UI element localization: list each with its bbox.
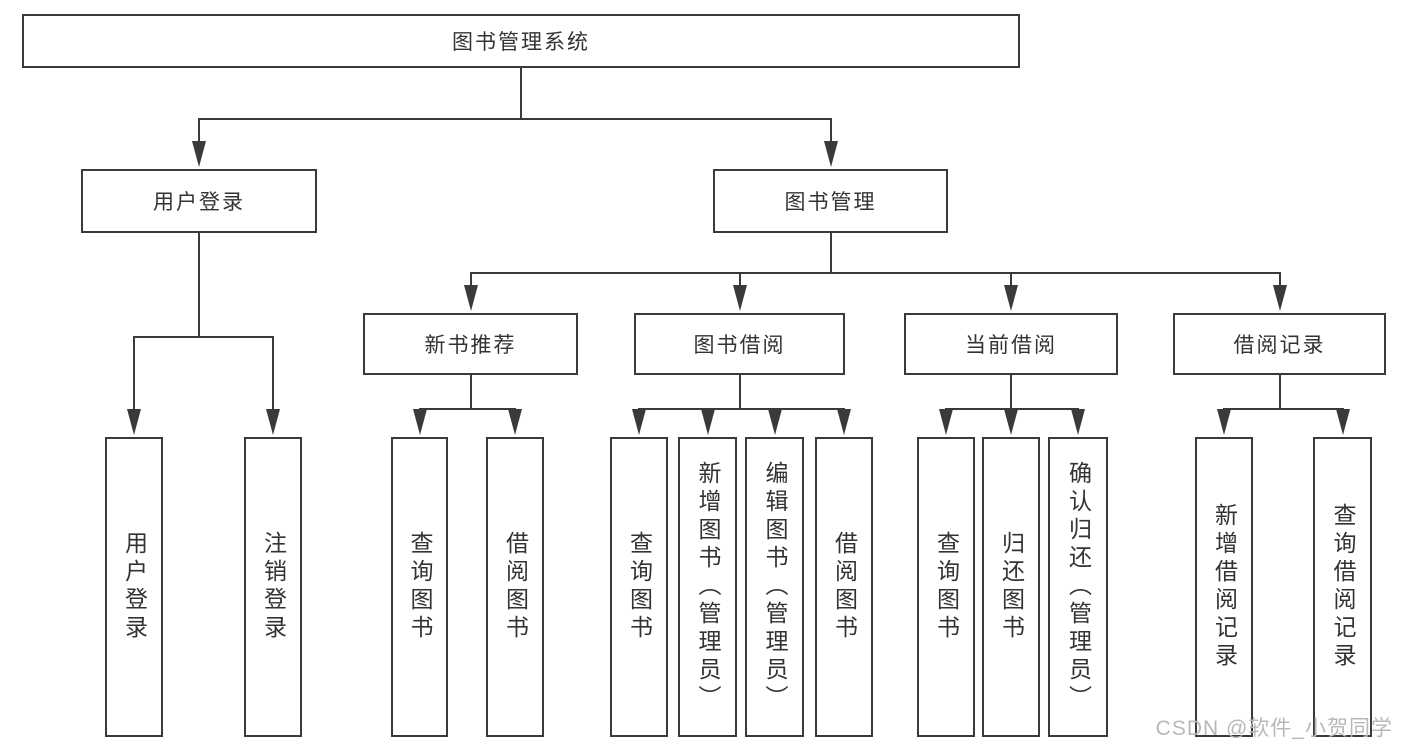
node-label-leaf-confirm-return: 确认归还（管理员） xyxy=(1065,461,1092,713)
node-leaf-logout: 注销登录 xyxy=(244,437,302,737)
connector-book-mgmt-arrowhead xyxy=(823,141,838,167)
node-leaf-query-book-2: 查询图书 xyxy=(610,437,668,737)
connector-leaf-query-book-2-arrowhead xyxy=(632,409,646,435)
node-label-leaf-query-book-2: 查询图书 xyxy=(626,531,653,643)
connector-bus-root xyxy=(198,118,832,120)
connector-stem-book-borrow xyxy=(738,374,741,409)
node-label-user-login: 用户登录 xyxy=(153,191,245,214)
connector-book-borrow-arrowhead xyxy=(732,285,747,311)
connector-drop-book-borrow xyxy=(738,272,741,289)
node-label-new-book-rec: 新书推荐 xyxy=(424,334,517,357)
connector-drop-borrow-records xyxy=(1278,272,1281,289)
connector-leaf-user-login-arrowhead xyxy=(127,409,141,435)
connector-borrow-records-arrowhead xyxy=(1272,285,1287,311)
connector-leaf-add-book-arrowhead xyxy=(700,409,715,435)
node-book-mgmt: 图书管理 xyxy=(713,169,948,233)
node-book-borrow: 图书借阅 xyxy=(634,313,845,375)
node-label-current-borrow: 当前借阅 xyxy=(965,334,1057,357)
node-label-leaf-borrow-book-1: 借阅图书 xyxy=(502,531,529,643)
node-label-leaf-query-book-3: 查询图书 xyxy=(933,531,960,643)
connector-stem-book-mgmt xyxy=(829,232,832,273)
node-leaf-query-borrow-record: 查询借阅记录 xyxy=(1313,437,1372,737)
connector-current-borrow-arrowhead xyxy=(1004,285,1018,311)
connector-new-book-rec-arrowhead xyxy=(463,285,478,311)
node-label-leaf-logout: 注销登录 xyxy=(260,531,287,643)
node-label-leaf-borrow-book-2: 借阅图书 xyxy=(831,531,858,643)
node-root: 图书管理系统 xyxy=(22,14,1020,68)
connector-stem-borrow-records xyxy=(1278,374,1281,409)
connector-leaf-logout-arrowhead xyxy=(266,409,280,435)
node-label-book-mgmt: 图书管理 xyxy=(784,191,877,214)
connector-drop-book-mgmt xyxy=(829,118,832,145)
connector-leaf-confirm-return-arrowhead xyxy=(1071,409,1085,435)
connector-drop-leaf-logout xyxy=(272,336,274,413)
node-user-login: 用户登录 xyxy=(81,169,317,233)
node-label-leaf-return-book: 归还图书 xyxy=(998,531,1025,643)
node-label-borrow-records: 借阅记录 xyxy=(1233,334,1326,357)
node-leaf-add-book: 新增图书（管理员） xyxy=(678,437,737,737)
node-leaf-edit-book: 编辑图书（管理员） xyxy=(745,437,804,737)
connector-drop-new-book-rec xyxy=(469,272,472,289)
connector-drop-user-login xyxy=(198,118,200,145)
node-label-book-borrow: 图书借阅 xyxy=(693,334,786,357)
node-label-root: 图书管理系统 xyxy=(452,31,590,54)
connector-leaf-query-borrow-record-arrowhead xyxy=(1335,409,1350,435)
node-label-leaf-query-book-1: 查询图书 xyxy=(407,531,433,643)
connector-bus-borrow-records xyxy=(1223,408,1344,410)
node-borrow-records: 借阅记录 xyxy=(1173,313,1386,375)
connector-stem-new-book-rec xyxy=(469,374,472,409)
connector-bus-user-login xyxy=(133,336,274,338)
connector-stem-user-login xyxy=(198,232,200,337)
connector-leaf-borrow-book-1-arrowhead xyxy=(508,409,522,435)
connector-leaf-add-borrow-record-arrowhead xyxy=(1217,409,1231,435)
connector-leaf-borrow-book-2-arrowhead xyxy=(837,409,851,435)
node-leaf-query-book-1: 查询图书 xyxy=(391,437,448,737)
node-leaf-return-book: 归还图书 xyxy=(982,437,1040,737)
node-leaf-borrow-book-2: 借阅图书 xyxy=(815,437,873,737)
node-leaf-query-book-3: 查询图书 xyxy=(917,437,975,737)
connector-bus-book-mgmt xyxy=(469,272,1281,274)
node-label-leaf-query-borrow-record: 查询借阅记录 xyxy=(1330,503,1356,671)
connector-leaf-query-book-1-arrowhead xyxy=(412,409,427,435)
node-label-leaf-edit-book: 编辑图书（管理员） xyxy=(762,461,788,713)
node-current-borrow: 当前借阅 xyxy=(904,313,1118,375)
watermark: CSDN @软件_小贺同学 xyxy=(1155,717,1393,740)
node-leaf-borrow-book-1: 借阅图书 xyxy=(486,437,544,737)
connector-bus-book-borrow xyxy=(638,408,845,410)
node-new-book-rec: 新书推荐 xyxy=(363,313,578,375)
connector-leaf-edit-book-arrowhead xyxy=(767,409,782,435)
node-leaf-confirm-return: 确认归还（管理员） xyxy=(1048,437,1108,737)
connector-leaf-return-book-arrowhead xyxy=(1004,409,1018,435)
connector-stem-root xyxy=(520,67,522,119)
connector-stem-current-borrow xyxy=(1010,374,1012,409)
connector-drop-current-borrow xyxy=(1010,272,1012,289)
node-label-leaf-add-book: 新增图书（管理员） xyxy=(695,461,721,713)
node-leaf-user-login: 用户登录 xyxy=(105,437,163,737)
connector-user-login-arrowhead xyxy=(192,141,206,167)
node-leaf-add-borrow-record: 新增借阅记录 xyxy=(1195,437,1253,737)
connector-bus-new-book-rec xyxy=(418,408,516,410)
connector-drop-leaf-user-login xyxy=(133,336,135,413)
node-label-leaf-user-login: 用户登录 xyxy=(121,531,148,643)
connector-leaf-query-book-3-arrowhead xyxy=(939,409,953,435)
node-label-leaf-add-borrow-record: 新增借阅记录 xyxy=(1211,503,1238,671)
